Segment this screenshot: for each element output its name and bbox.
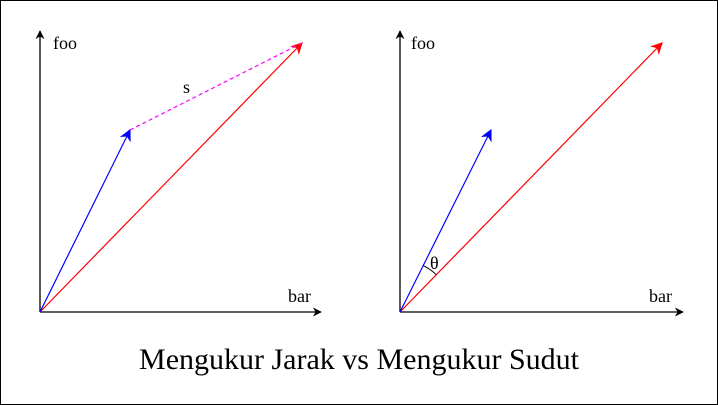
left-red-vector — [39, 42, 303, 313]
left-y-axis-label: foo — [53, 33, 77, 53]
right-blue-vector — [399, 128, 492, 313]
right-x-axis-label: bar — [649, 286, 672, 306]
distance-label: s — [183, 77, 190, 97]
left-panel: foo bar s — [35, 30, 322, 317]
right-panel: foo bar θ — [395, 30, 684, 317]
distance-line — [129, 42, 303, 131]
angle-arc — [422, 265, 437, 276]
right-y-axis-label: foo — [411, 33, 435, 53]
diagram-caption: Mengukur Jarak vs Mengukur Sudut — [139, 343, 580, 376]
left-blue-vector — [39, 128, 131, 313]
angle-label: θ — [430, 253, 439, 273]
left-x-axis-label: bar — [288, 286, 311, 306]
right-red-vector — [399, 42, 663, 313]
